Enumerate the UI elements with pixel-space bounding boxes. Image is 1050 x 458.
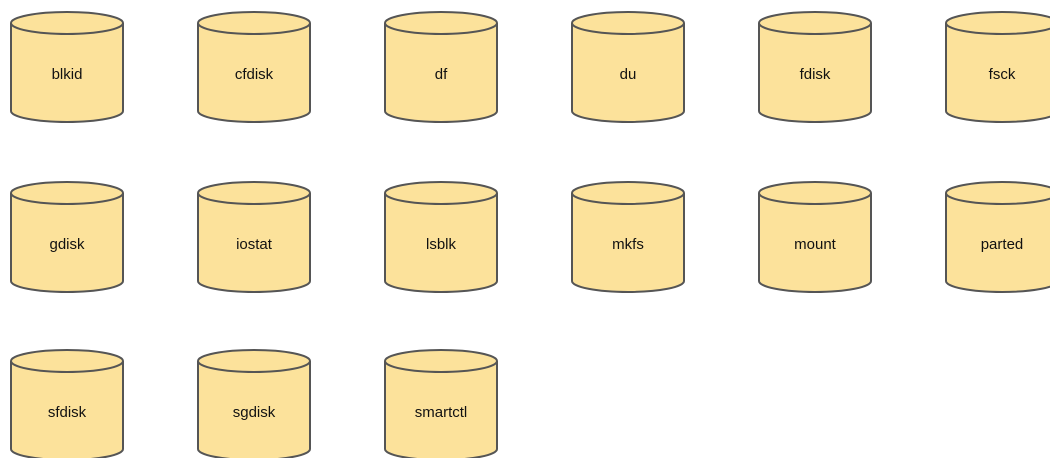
cylinder-body: [384, 11, 498, 123]
cylinder-node: fsck: [945, 11, 1050, 123]
cylinder-lid-edge: [10, 192, 124, 205]
cylinder-node: iostat: [197, 181, 311, 293]
cylinder-lid-edge: [571, 22, 685, 35]
cylinder-label: sgdisk: [233, 404, 276, 421]
cylinder-lid-edge: [384, 22, 498, 35]
cylinder-lid-edge: [197, 22, 311, 35]
cylinder-lid-edge: [384, 192, 498, 205]
cylinder-label: mkfs: [612, 236, 644, 253]
cylinder-body: [197, 181, 311, 293]
cylinder-label: fdisk: [800, 66, 831, 83]
cylinder-lid-edge: [10, 360, 124, 373]
cylinder-lid-edge: [945, 22, 1050, 35]
cylinder-node: du: [571, 11, 685, 123]
cylinder-label: du: [620, 66, 637, 83]
cylinder-label: sfdisk: [48, 404, 87, 421]
cylinder-body: [571, 181, 685, 293]
cylinder-label: fsck: [989, 66, 1016, 83]
cylinder-body: [758, 11, 872, 123]
cylinder-node: sgdisk: [197, 349, 311, 458]
cylinder-label: df: [435, 66, 448, 83]
cylinder-body: [945, 11, 1050, 123]
cylinder-body: [384, 181, 498, 293]
cylinder-node: sfdisk: [10, 349, 124, 458]
cylinder-label: smartctl: [415, 404, 468, 421]
cylinder-body: [10, 181, 124, 293]
cylinder-body: [571, 11, 685, 123]
cylinder-body: [197, 11, 311, 123]
cylinder-label: cfdisk: [235, 66, 274, 83]
cylinder-label: mount: [794, 236, 837, 253]
cylinder-label: lsblk: [426, 236, 457, 253]
cylinder-lid-edge: [571, 192, 685, 205]
cylinder-body: [758, 181, 872, 293]
cylinder-lid-edge: [10, 22, 124, 35]
cylinder-node: cfdisk: [197, 11, 311, 123]
cylinder-node: df: [384, 11, 498, 123]
cylinder-lid-edge: [945, 192, 1050, 205]
cylinder-lid-edge: [758, 192, 872, 205]
cylinder-node: mount: [758, 181, 872, 293]
cylinder-lid-edge: [758, 22, 872, 35]
cylinder-label: gdisk: [49, 236, 85, 253]
cylinder-node: mkfs: [571, 181, 685, 293]
cylinder-body: [945, 181, 1050, 293]
cylinder-lid-edge: [384, 360, 498, 373]
cylinder-node: smartctl: [384, 349, 498, 458]
cylinder-node: lsblk: [384, 181, 498, 293]
cylinder-label: parted: [981, 236, 1024, 253]
cylinder-node: gdisk: [10, 181, 124, 293]
cylinder-lid-edge: [197, 192, 311, 205]
cylinder-node: parted: [945, 181, 1050, 293]
cylinder-label: blkid: [52, 66, 83, 83]
cylinder-lid-edge: [197, 360, 311, 373]
cylinder-node: fdisk: [758, 11, 872, 123]
cylinder-label: iostat: [236, 236, 273, 253]
cylinder-body: [10, 11, 124, 123]
cylinder-node: blkid: [10, 11, 124, 123]
